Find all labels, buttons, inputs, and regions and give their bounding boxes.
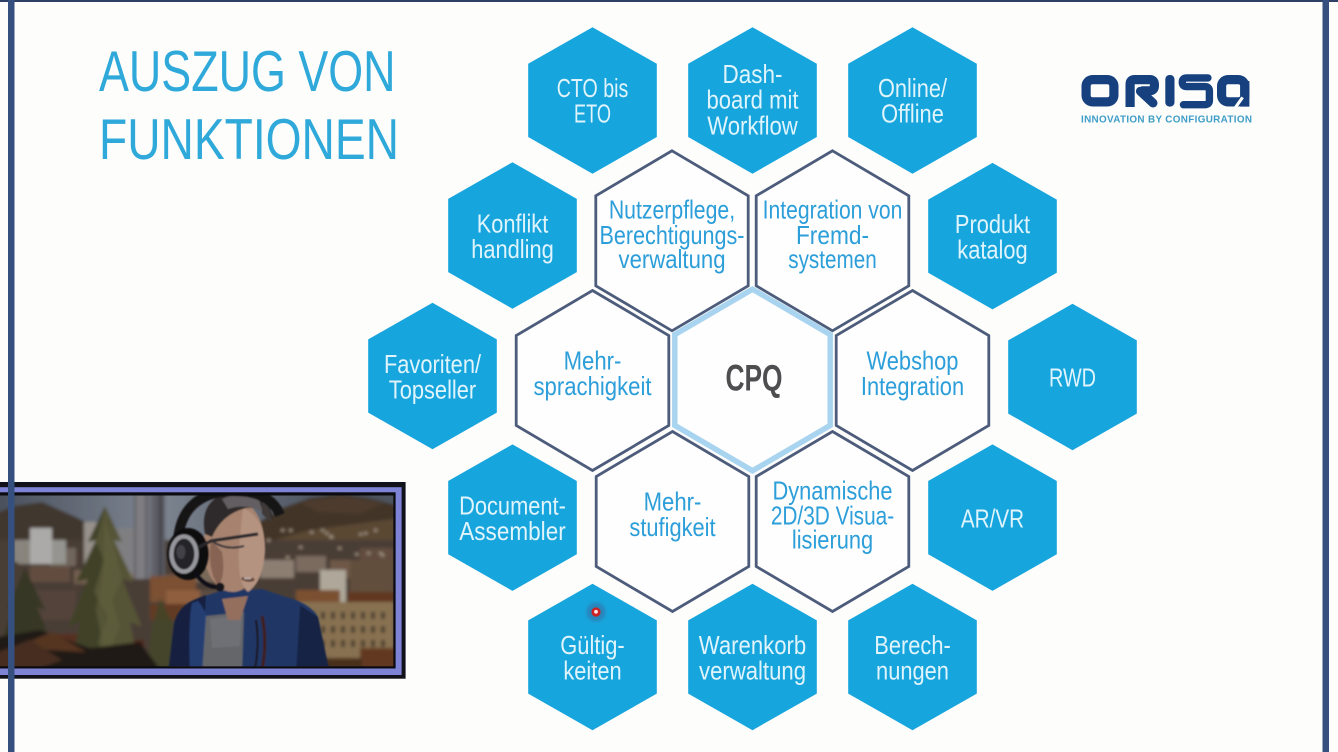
- svg-text:Mehr-: Mehr-: [564, 346, 622, 376]
- svg-text:INNOVATION BY CONFIGURATION: INNOVATION BY CONFIGURATION: [1081, 114, 1252, 125]
- svg-text:CTO bis: CTO bis: [557, 73, 629, 103]
- svg-text:board mit: board mit: [707, 85, 800, 115]
- svg-text:keiten: keiten: [563, 655, 621, 685]
- svg-text:stufigkeit: stufigkeit: [629, 512, 716, 542]
- svg-text:Favoriten/: Favoriten/: [384, 349, 482, 379]
- svg-text:verwaltung: verwaltung: [619, 244, 726, 274]
- svg-text:Topseller: Topseller: [389, 374, 477, 404]
- svg-text:Konflikt: Konflikt: [477, 208, 549, 238]
- svg-text:systemen: systemen: [788, 244, 877, 274]
- svg-text:Mehr-: Mehr-: [644, 487, 702, 517]
- svg-text:AUSZUG VON: AUSZUG VON: [99, 40, 396, 104]
- svg-text:Integration von: Integration von: [763, 195, 903, 225]
- svg-text:sprachigkeit: sprachigkeit: [534, 371, 653, 401]
- svg-text:Online/: Online/: [878, 73, 948, 103]
- svg-text:Document-: Document-: [459, 490, 566, 520]
- svg-text:Dash-: Dash-: [723, 59, 783, 89]
- svg-text:ETO: ETO: [574, 99, 611, 129]
- svg-text:2D/3D Visua-: 2D/3D Visua-: [771, 501, 894, 531]
- svg-text:Webshop: Webshop: [867, 346, 959, 376]
- svg-text:Warenkorb: Warenkorb: [699, 630, 807, 660]
- svg-text:Produkt: Produkt: [955, 209, 1031, 239]
- svg-text:Workflow: Workflow: [707, 110, 798, 140]
- svg-text:FUNKTIONEN: FUNKTIONEN: [99, 108, 399, 172]
- svg-text:Fremd-: Fremd-: [796, 220, 869, 250]
- svg-text:katalog: katalog: [957, 235, 1027, 265]
- svg-text:nungen: nungen: [876, 655, 949, 685]
- svg-text:Berechtigungs-: Berechtigungs-: [600, 220, 745, 250]
- svg-text:lisierung: lisierung: [792, 525, 873, 555]
- svg-text:Offline: Offline: [881, 99, 944, 129]
- svg-text:Dynamische: Dynamische: [772, 475, 892, 505]
- svg-text:Gültig-: Gültig-: [560, 630, 624, 660]
- svg-text:handling: handling: [471, 234, 554, 264]
- svg-text:verwaltung: verwaltung: [699, 655, 806, 685]
- svg-text:Assembler: Assembler: [459, 516, 566, 546]
- svg-text:Nutzerpflege,: Nutzerpflege,: [609, 195, 735, 225]
- svg-text:RWD: RWD: [1049, 363, 1096, 393]
- svg-text:Berech-: Berech-: [874, 630, 951, 660]
- svg-text:Integration: Integration: [861, 371, 964, 401]
- svg-text:AR/VR: AR/VR: [961, 503, 1024, 533]
- svg-text:CPQ: CPQ: [726, 357, 783, 398]
